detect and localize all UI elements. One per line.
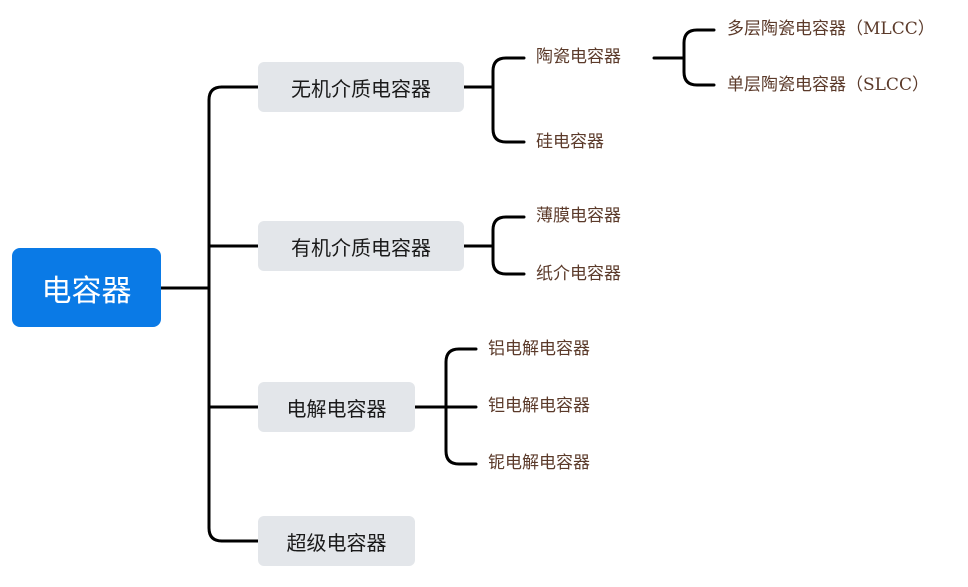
root-node: 电容器: [12, 248, 161, 327]
connector-ceramic-bracket: [682, 28, 716, 87]
node-label: 电解电容器: [286, 396, 387, 421]
node-inorganic-capacitor: 无机介质电容器: [258, 62, 464, 112]
leaf-mlcc: 多层陶瓷电容器（MLCC）: [727, 19, 935, 39]
leaf-niobium-electrolytic: 铌电解电容器: [488, 453, 590, 473]
connector-electrolytic-bracket: [444, 347, 478, 466]
leaf-ceramic-capacitor: 陶瓷电容器: [536, 47, 621, 67]
root-label: 电容器: [41, 273, 132, 309]
node-label: 有机介质电容器: [291, 235, 431, 260]
node-organic-capacitor: 有机介质电容器: [258, 221, 464, 271]
connector-trunk: [207, 85, 224, 543]
leaf-slcc: 单层陶瓷电容器（SLCC）: [727, 75, 929, 95]
node-electrolytic-capacitor: 电解电容器: [258, 382, 415, 432]
connector-inorganic-bracket: [491, 56, 526, 144]
node-label: 无机介质电容器: [291, 76, 431, 101]
node-label: 超级电容器: [286, 530, 387, 555]
node-supercapacitor: 超级电容器: [258, 516, 415, 566]
leaf-paper-capacitor: 纸介电容器: [536, 264, 621, 284]
leaf-tantalum-electrolytic: 钽电解电容器: [488, 396, 590, 416]
leaf-silicon-capacitor: 硅电容器: [536, 132, 604, 152]
connector-organic-bracket: [491, 215, 526, 276]
leaf-aluminum-electrolytic: 铝电解电容器: [488, 339, 590, 359]
leaf-film-capacitor: 薄膜电容器: [536, 206, 621, 226]
